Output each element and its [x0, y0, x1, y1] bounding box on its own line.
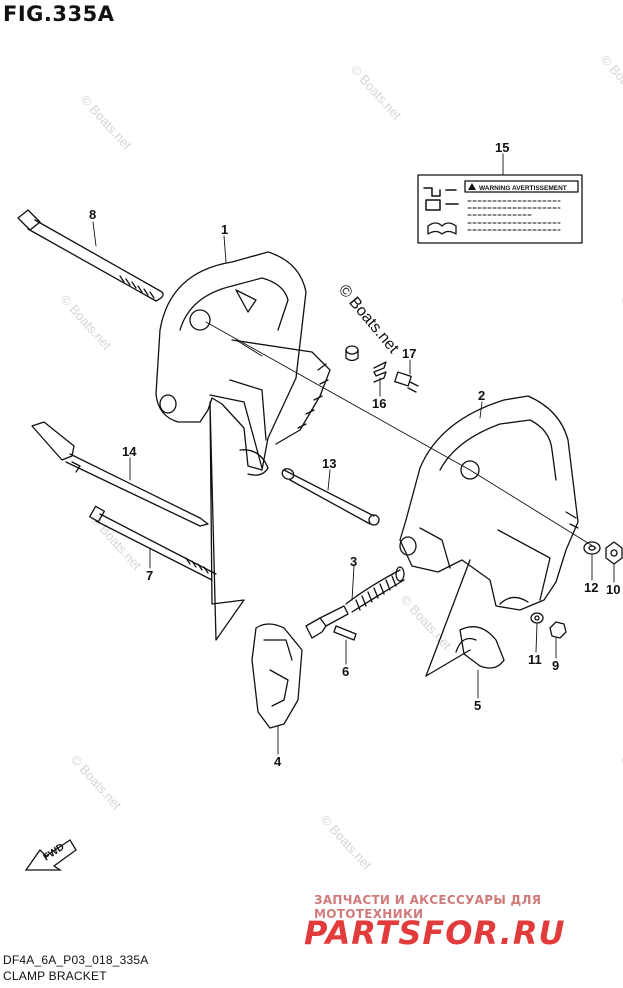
- watermark-stamp: © Boats.net: [348, 62, 405, 123]
- watermark-stamp: © Boats.net: [618, 292, 623, 353]
- callout-numbers: 1 2 3 4 5 6 7 8 9 10 11 12 13 14 15 16 1…: [89, 140, 620, 769]
- callout-16: 16: [372, 396, 386, 411]
- watermark-stamp-center: © Boats.net: [335, 282, 402, 358]
- screw-3-shape: [305, 566, 405, 639]
- callout-15: 15: [495, 140, 509, 155]
- watermark-stamp: © Boats.net: [58, 292, 115, 353]
- watermark-stamp: © Boats.net: [318, 812, 375, 873]
- callout-12: 12: [584, 580, 598, 595]
- cap-5-shape: [455, 626, 505, 669]
- left-clamp-bracket-shape: [155, 251, 331, 641]
- shop-tagline: ЗАПЧАСТИ И АКСЕССУАРЫ ДЛЯ МОТОТЕХНИКИ: [314, 893, 542, 921]
- callout-3: 3: [350, 554, 357, 569]
- callout-9: 9: [552, 658, 559, 673]
- shaft-13-shape: [281, 468, 380, 526]
- callout-8: 8: [89, 207, 96, 222]
- leader-lines: [92, 153, 615, 755]
- rod-14-shape: [31, 421, 209, 527]
- figure-title: FIG.335A: [3, 2, 115, 26]
- washer-11-shape: [530, 612, 544, 624]
- callout-7: 7: [146, 568, 153, 583]
- callout-10: 10: [606, 582, 620, 597]
- callout-2: 2: [478, 388, 485, 403]
- callout-13: 13: [322, 456, 336, 471]
- assembly-guide-lines: [205, 321, 597, 549]
- watermark-stamp: © Boats.net: [618, 752, 623, 813]
- pin-16-shape: [345, 345, 387, 383]
- callout-6: 6: [342, 664, 349, 679]
- callout-14: 14: [122, 444, 137, 459]
- callout-5: 5: [474, 698, 481, 713]
- callout-4: 4: [274, 754, 282, 769]
- right-clamp-bracket-shape: [399, 395, 579, 677]
- bolt-17-shape: [394, 371, 419, 393]
- fwd-arrow-icon: FWD: [24, 839, 77, 871]
- warning-label-decal: [417, 174, 583, 244]
- watermark-stamp: © Boats.net: [78, 92, 135, 153]
- washer-12-shape: [583, 541, 601, 555]
- nut-10-shape: [605, 541, 623, 565]
- lever-4-shape: [251, 623, 303, 729]
- callout-11: 11: [528, 652, 542, 667]
- bolt-8-shape: [17, 209, 164, 302]
- bolt-7-shape: [89, 505, 217, 581]
- callout-17: 17: [402, 346, 416, 361]
- nut-9-shape: [549, 621, 567, 639]
- callout-1: 1: [221, 222, 228, 237]
- figure-code: DF4A_6A_P03_018_335A: [3, 953, 149, 967]
- pin-6-shape: [333, 625, 357, 641]
- watermark-stamp: © Boats.net: [598, 52, 623, 113]
- shop-logo-text: PARTSFOR.RU: [304, 914, 565, 952]
- watermark-stamp: © Boats.net: [68, 752, 125, 813]
- figure-name: CLAMP BRACKET: [3, 969, 107, 983]
- shop-logo: PARTSFOR.RU: [304, 914, 565, 952]
- decal-warning-text: WARNING AVERTISSEMENT: [479, 185, 567, 192]
